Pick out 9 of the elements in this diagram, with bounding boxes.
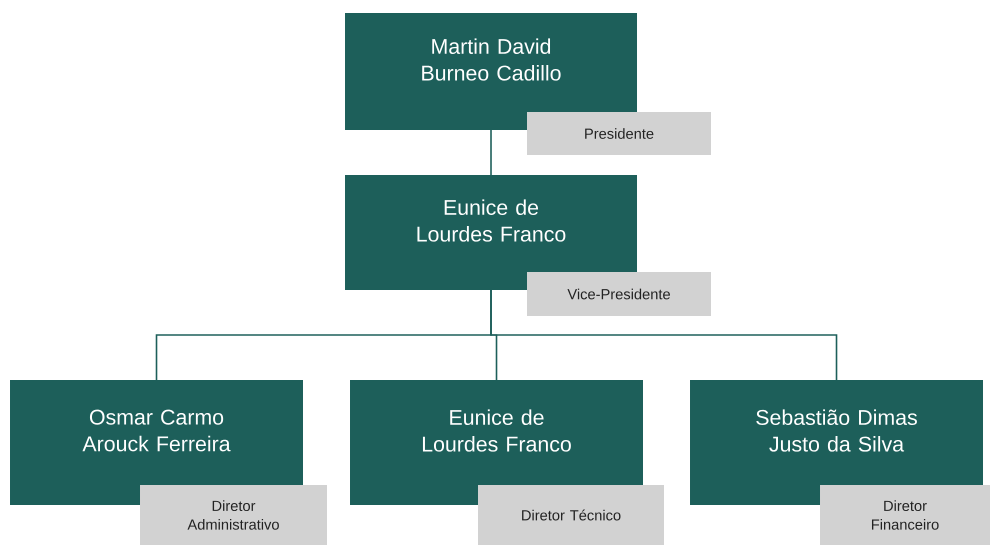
connector-line xyxy=(490,290,838,380)
role-tag: Diretor Financeiro xyxy=(820,485,990,545)
person-box: Eunice de Lourdes Franco xyxy=(350,380,643,505)
connector-line xyxy=(490,130,492,175)
role-tag: Presidente xyxy=(527,112,711,155)
role-tag: Diretor Administrativo xyxy=(140,485,327,545)
role-tag: Vice-Presidente xyxy=(527,272,711,316)
role-tag: Diretor Técnico xyxy=(478,485,664,545)
person-box: Eunice de Lourdes Franco xyxy=(345,175,637,290)
